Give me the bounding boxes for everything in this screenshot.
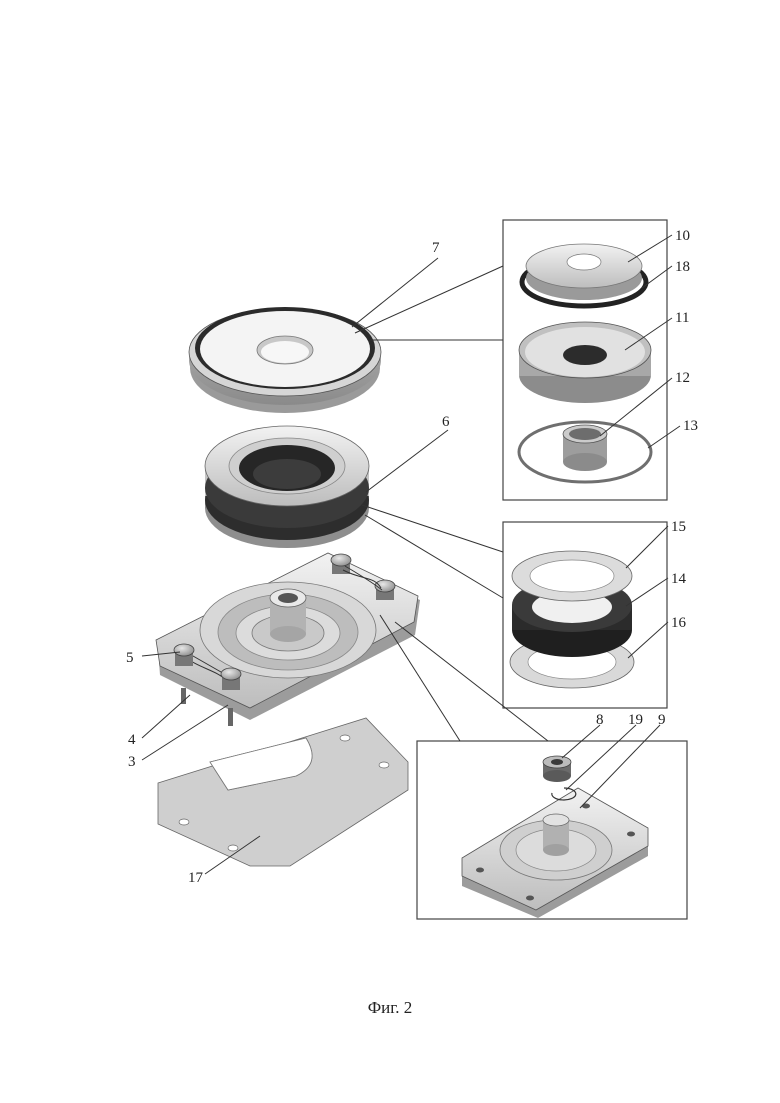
part-12-sleeve: [563, 425, 607, 471]
label-8: 8: [596, 712, 604, 728]
label-17: 17: [188, 870, 204, 886]
label-18: 18: [675, 259, 690, 275]
label-13: 13: [683, 418, 698, 434]
label-10: 10: [675, 228, 690, 244]
part-8-nut: [543, 756, 571, 782]
figure-caption: Фиг. 2: [0, 998, 780, 1018]
part-9-base-plate: [462, 788, 648, 918]
label-5: 5: [126, 650, 134, 666]
base-plate-assembly: [156, 553, 420, 720]
label-14: 14: [671, 571, 687, 587]
label-3: 3: [128, 754, 136, 770]
label-19: 19: [628, 712, 643, 728]
label-16: 16: [671, 615, 687, 631]
part-7-top-cover: [189, 307, 381, 413]
part-17-gasket: [158, 718, 408, 866]
part-15-washer: [512, 551, 632, 601]
label-6: 6: [442, 414, 450, 430]
label-11: 11: [675, 310, 689, 326]
label-15: 15: [671, 519, 686, 535]
part-10-washer: [526, 244, 642, 300]
label-7: 7: [432, 240, 440, 256]
part-11-bushing-housing: [519, 322, 651, 403]
label-9: 9: [658, 712, 666, 728]
part-6-seal-housing: [205, 426, 369, 548]
label-4: 4: [128, 732, 136, 748]
label-12: 12: [675, 370, 690, 386]
